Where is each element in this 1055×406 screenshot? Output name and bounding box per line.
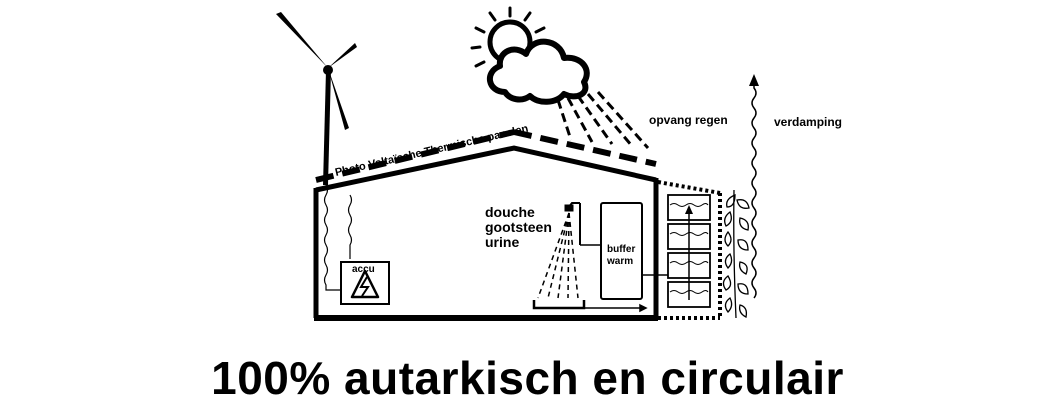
fixtures-label-gootsteen: gootsteen [485, 219, 552, 235]
buffer-label-line1: buffer [607, 244, 635, 255]
wind-turbine-icon [276, 12, 357, 185]
evaporation-label: verdamping [774, 115, 842, 129]
sun-icon [470, 6, 546, 68]
rain-label: opvang regen [649, 113, 728, 127]
battery-label: accu [352, 264, 375, 275]
pvt-panels [315, 129, 657, 183]
shower-icon [532, 202, 586, 310]
page-title: 100% autarkisch en circulair [211, 352, 844, 404]
power-cables [323, 184, 353, 291]
buffer-label-line2: warm [606, 256, 633, 267]
buffer-tank [600, 202, 643, 300]
evaporation-arrow [749, 74, 759, 299]
battery-box [340, 261, 390, 305]
water-pipes [580, 244, 668, 313]
plant-icon [722, 189, 750, 319]
rain-water-tanks [667, 194, 711, 308]
fixtures-label-urine: urine [485, 234, 519, 250]
house-outline [313, 145, 659, 321]
rain-storage-enclosure [657, 180, 722, 320]
rain-streaks [556, 91, 650, 149]
fixtures-label-douche: douche [485, 204, 535, 220]
cloud-icon [487, 38, 590, 105]
lightning-icon [359, 276, 370, 297]
